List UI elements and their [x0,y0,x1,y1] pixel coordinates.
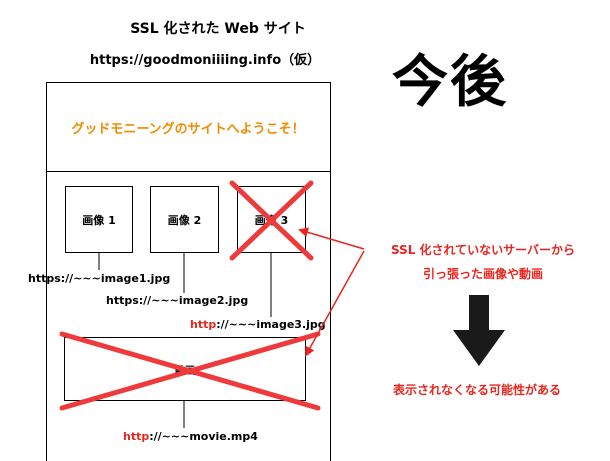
future-heading: 今後 [392,50,508,115]
arrow-icon [305,250,365,357]
movie-url: http://~~~movie.mp4 [123,430,258,443]
x-mark-icon [229,180,314,261]
site-title: SSL 化された Web サイト [130,21,306,37]
movie-url-path: ://~~~movie.mp4 [149,430,258,443]
warning-note-line-1: SSL 化されていないサーバーから [390,243,576,257]
arrow-icon [298,227,365,250]
image-2-box: 画像 2 [150,186,219,253]
site-url: https://goodmoniiiing.info（仮） [89,53,321,68]
image-1-box: 画像 1 [65,186,133,253]
header-divider [46,171,330,172]
welcome-message: グッドモニーングのサイトへようこそ！ [71,122,305,137]
image-3-url: http://~~~image3.jpg [190,318,326,331]
image-2-url: https://~~~image2.jpg [106,294,249,307]
page-frame [46,82,331,461]
image-2-label: 画像 2 [167,213,202,227]
image-1-url: https://~~~image1.jpg [28,272,171,285]
conclusion-text: 表示されなくなる可能性がある [392,383,561,397]
movie-url-protocol: http [123,430,150,443]
image-3-url-path: ://~~~image3.jpg [216,318,326,331]
warning-note-line-2: 引っ張った画像や動画 [422,267,543,281]
image-3-url-protocol: http [190,318,217,331]
down-arrow-icon [453,295,505,366]
x-mark-icon [59,331,321,411]
image-1-label: 画像 1 [82,213,116,227]
warning-note: SSL 化されていないサーバーから 引っ張った画像や動画 [367,238,599,286]
